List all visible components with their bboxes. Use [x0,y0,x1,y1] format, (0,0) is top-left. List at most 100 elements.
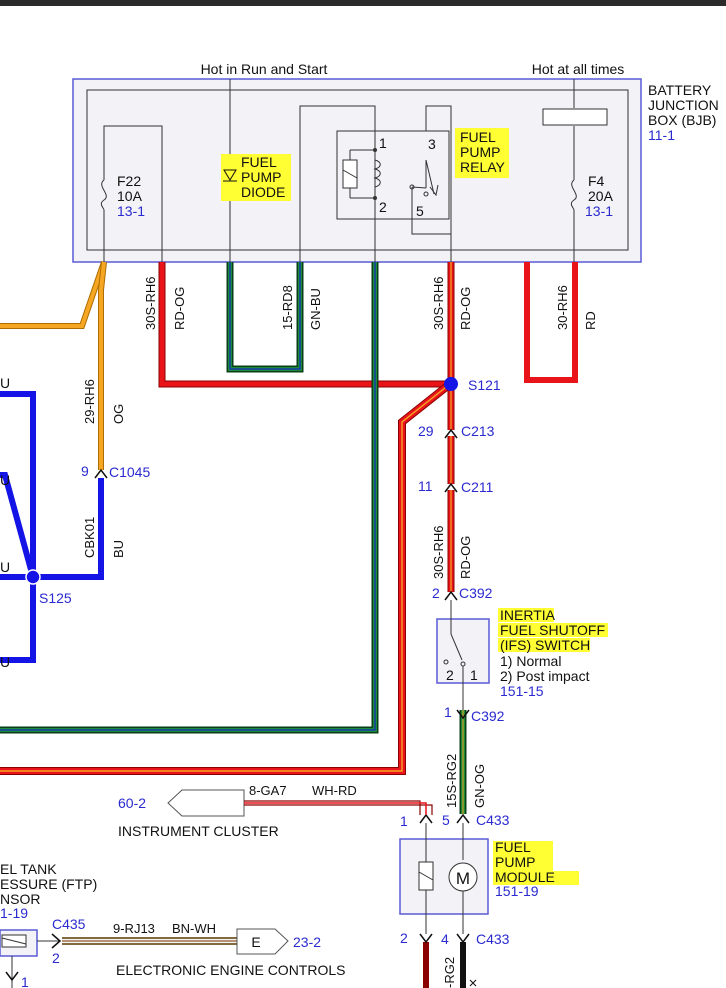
battery-junction-box: Hot in Run and Start Hot at all times BA… [72,61,719,263]
bjb-title-3: BOX (BJB) [648,112,716,128]
hot-run-start-label: Hot in Run and Start [201,61,328,77]
fpm-label-3: MODULE [495,869,555,885]
connector-c433-top: 1 5 C433 [400,812,510,829]
bjb-internal-wiring [103,79,575,262]
fpm-ref: 151-19 [495,883,539,899]
relay-pin-2: 2 [379,199,387,215]
ftp-label-1: EL TANK [0,861,57,877]
bjb-title-2: JUNCTION [648,97,719,113]
wire-label-color-3: RD-OG [458,287,473,330]
connector-c213: 29 C213 [418,423,495,439]
fuse-f22-symbol: F22 10A 13-1 [100,173,145,219]
wire-label-circuit-4: 30-RH6 [555,285,570,330]
wire-label-circuit-7: 30S-RH6 [431,526,446,579]
fuse-f4-rating: 20A [588,188,614,204]
wire-label-circuit-6: CBK01 [82,517,97,558]
c392-bottom-name: C392 [471,708,505,724]
c213-pin: 29 [418,423,434,439]
connector-c392-bottom: 1 C392 [444,704,505,724]
fuse-f4-symbol: F4 20A 13-1 [542,108,614,219]
wire-label-circuit-3: 30S-RH6 [431,277,446,330]
relay-pin-5: 5 [416,203,424,219]
connector-c1045: 9 C1045 [81,463,150,480]
wire-rd-og-network [0,262,578,775]
splice-s125: S125 [25,569,72,606]
relay-pin-1: 1 [379,135,387,151]
splice-s125-label: S125 [39,590,72,606]
ftp-ref: 1-19 [0,905,28,921]
ftp-label-3: NSOR [0,891,40,907]
c433-top-name: C433 [476,812,510,828]
ftp-label-2: ESSURE (FTP) [0,876,97,892]
eec-wire-color: BN-WH [172,921,216,936]
diode-label-1: FUEL [241,154,277,170]
c392-top-name: C392 [459,585,493,601]
cluster-wire-color: WH-RD [312,783,357,798]
wire-labels: 30S-RH6 RD-OG 15-RD8 GN-BU 30S-RH6 RD-OG… [82,277,598,808]
fuse-f22-ref: 13-1 [117,203,145,219]
ifs-label-2: FUEL SHUTOFF [500,622,605,638]
ifs-ref: 151-15 [500,683,544,699]
fuse-f22-rating: 10A [117,188,143,204]
c211-name: C211 [461,479,494,495]
wire-label-color-6: BU [111,540,126,558]
ftp-pin: 1 [21,974,29,988]
ifs-state-1: 1) Normal [500,653,561,669]
eec-ref: C435 2 9-RJ13 BN-WH E 23-2 ELECTRONIC EN… [51,916,345,978]
fuse-f4-ref: 13-1 [585,203,613,219]
left-partial-labels: U U U U [0,375,10,670]
ifs-switch: 2 1 INERTIA FUEL SHUTOFF (IFS) SWITCH 1)… [436,600,608,710]
relay-label-3: RELAY [460,159,506,175]
instrument-cluster-ref: 60-2 8-GA7 WH-RD INSTRUMENT CLUSTER [118,783,433,839]
fuse-f4-id: F4 [588,173,605,189]
wire-label-circuit-2: 15-RD8 [280,285,295,330]
eec-wire-circuit: 9-RJ13 [113,921,155,936]
cluster-wire-circuit: 8-GA7 [249,783,287,798]
splice-s121: S121 [444,377,501,393]
c433-bottom-pin-a: 2 [400,930,408,946]
eec-ref-label: 23-2 [293,934,321,950]
wire-label-color-2: GN-BU [308,288,323,330]
c392-bottom-pin: 1 [444,704,452,720]
bjb-title-1: BATTERY [648,82,712,98]
ifs-label-1: INERTIA [500,607,556,623]
ifs-state-2: 2) Post impact [500,668,590,684]
hot-all-times-label: Hot at all times [532,61,625,77]
eec-name: ELECTRONIC ENGINE CONTROLS [116,962,345,978]
wire-label-circuit-1: 30S-RH6 [143,277,158,330]
wire-label-color-1: RD-OG [172,287,187,330]
fuse-f22-id: F22 [117,173,141,189]
fpm-label-1: FUEL [495,839,531,855]
motor-letter: M [456,869,470,888]
connector-c211: 11 C211 [418,478,494,495]
wire-og-29-rh6 [0,261,107,470]
relay-pin-3: 3 [428,136,436,152]
diode-label-2: PUMP [241,169,281,185]
relay-label-2: PUMP [460,144,500,160]
c1045-name: C1045 [109,464,150,480]
c392-top-pin: 2 [432,585,440,601]
left-partial-2: U [0,472,10,488]
wire-label-color-5: OG [111,404,126,424]
connector-c433-bottom: 2 4 C433 [400,930,510,947]
eec-letter: E [251,934,260,950]
connector-c392-top: 2 C392 [432,585,493,601]
wire-label-color-8: GN-OG [472,764,487,808]
wire-gn-bu-network [0,262,467,814]
splice-s121-label: S121 [468,377,501,393]
bottom-partial-label: -RG2 [442,957,457,988]
c435-pin: 2 [52,950,60,966]
c1045-pin: 9 [81,463,89,479]
left-partial-4: U [0,654,10,670]
fuel-pump-module: M FUEL PUMP MODULE 151-19 [399,823,579,934]
ifs-pin-2: 2 [446,667,454,683]
diode-label-3: DIODE [241,184,285,200]
c211-pin: 11 [418,478,433,494]
c433-top-pin-a: 1 [400,813,408,829]
top-bar [0,0,726,6]
c433-bottom-pin-b: 4 [441,931,449,947]
fuel-pump-relay: 1 2 3 5 FUEL PUMP RELAY [336,128,509,220]
left-partial-1: U [0,375,10,391]
fpm-label-2: PUMP [495,854,535,870]
